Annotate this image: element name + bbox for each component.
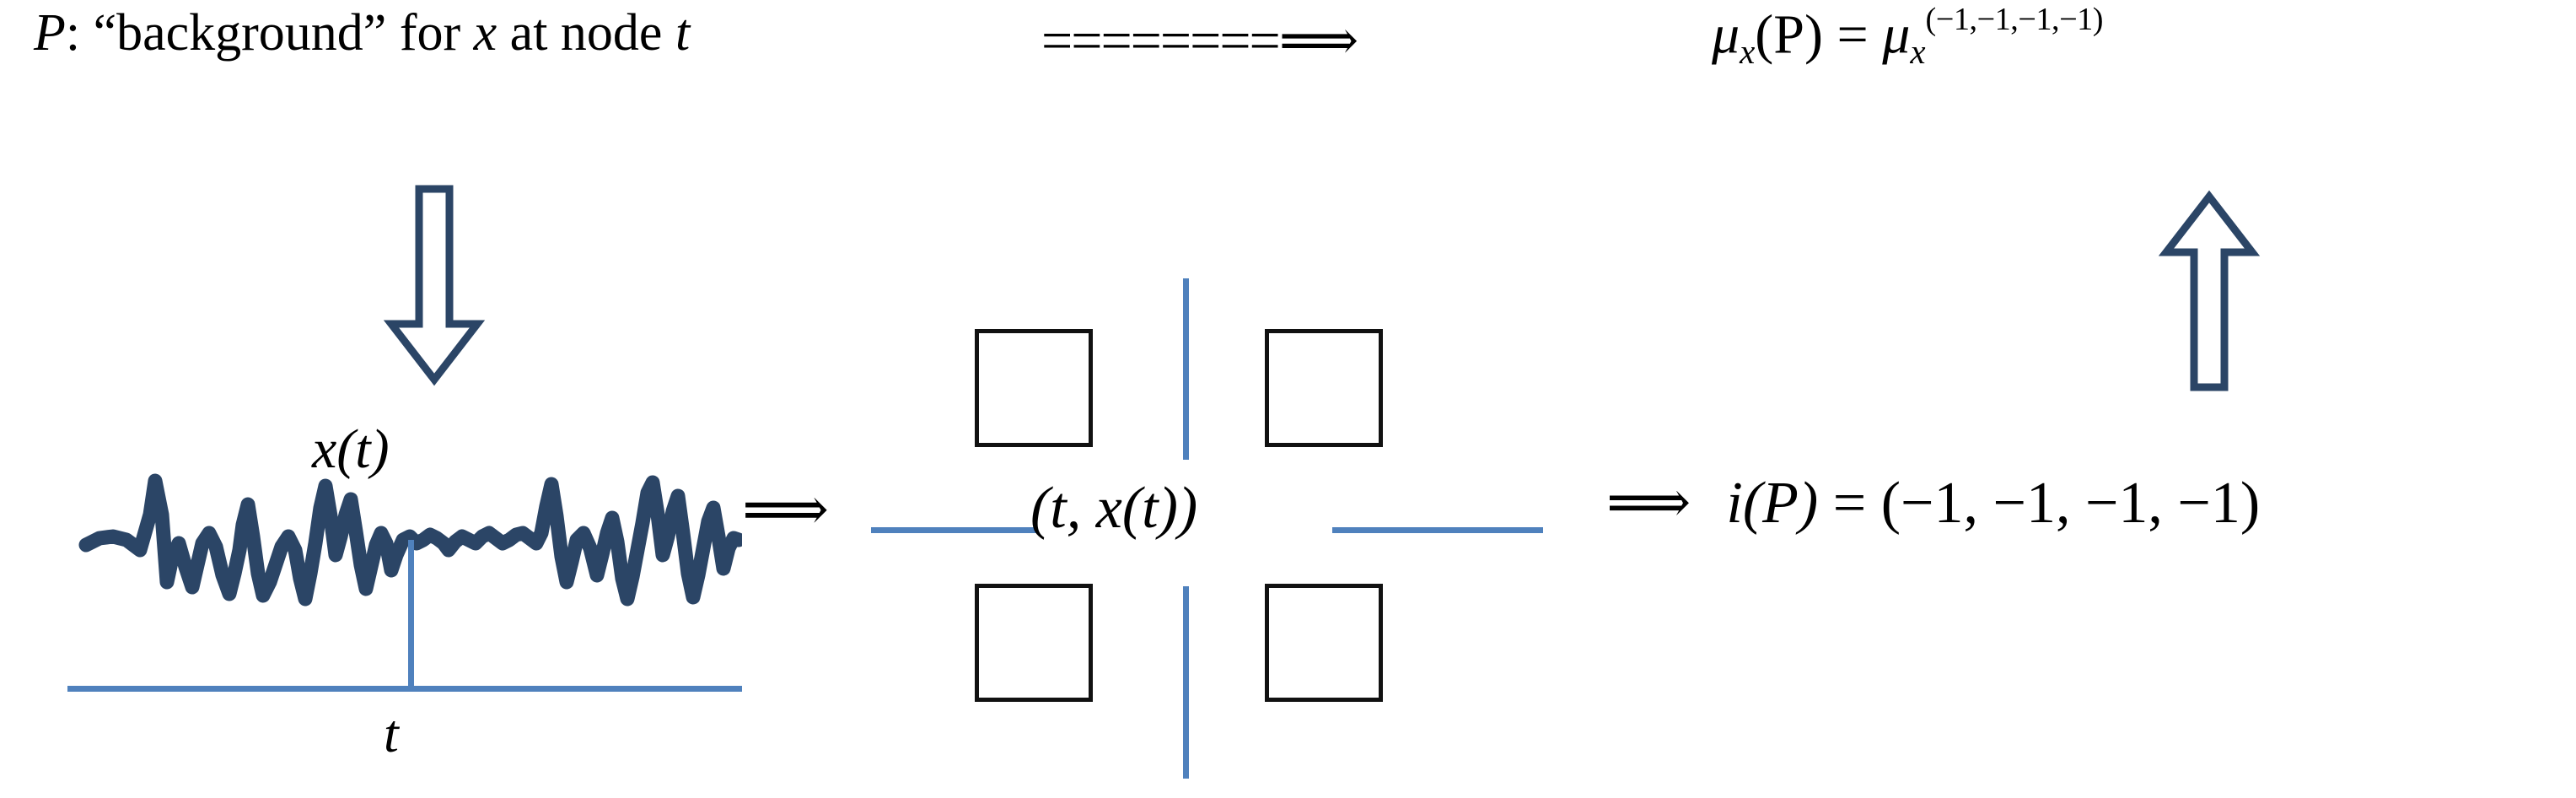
cross-line-vertical-top: [1183, 278, 1189, 460]
cross-line-horizontal-right: [1332, 527, 1543, 533]
signal-axis-tick-label: t: [384, 704, 399, 763]
mu-equals-sign: =: [1837, 3, 1869, 66]
mu-rhs-subscript: x: [1910, 32, 1926, 71]
mu-rhs-symbol: μ: [1882, 3, 1911, 66]
double-arrow-right-icon-2: ⟹: [1606, 471, 1691, 536]
quadrant-square-bottom-left[interactable]: [975, 584, 1093, 702]
quadrant-center-label: (t, x(t)): [1030, 476, 1198, 541]
i-equals-sign: =: [1832, 471, 1867, 536]
signal-chart: [67, 456, 742, 709]
double-long-arrow-right-icon: ========⟹: [1041, 10, 1358, 72]
mu-lhs-argument: (P): [1755, 3, 1823, 66]
quadrant-panel: [860, 253, 1568, 793]
node-marker-line: [408, 540, 414, 692]
mu-formula: μx(P) = μx(−1,−1,−1,−1): [1712, 2, 2104, 71]
cross-line-vertical-bottom: [1183, 586, 1189, 779]
caption-for-word: for: [399, 4, 461, 62]
block-arrow-up-icon: [2154, 190, 2264, 392]
caption-at-word: at node: [509, 4, 663, 62]
quadrant-square-top-left[interactable]: [975, 329, 1093, 447]
caption-symbol: P: [34, 4, 66, 62]
signal-series-label: x(t): [312, 418, 390, 480]
caption-variable: x: [473, 4, 497, 62]
caption-node-symbol: t: [675, 4, 691, 62]
quadrant-square-bottom-right[interactable]: [1265, 584, 1383, 702]
caption-colon: :: [65, 4, 81, 62]
i-formula: ⟹ i(P) = (−1, −1, −1, −1): [1606, 474, 2260, 533]
i-tuple-value: (−1, −1, −1, −1): [1880, 471, 2261, 536]
block-arrow-down-icon: [379, 184, 489, 386]
baseline-axis: [67, 686, 742, 692]
cross-line-horizontal-left: [871, 527, 1036, 533]
caption-text: P: “background” for x at node t: [34, 7, 690, 59]
caption-quoted-term: “background”: [93, 4, 387, 62]
signal-trace: [78, 473, 742, 607]
quadrant-square-top-right[interactable]: [1265, 329, 1383, 447]
double-arrow-right-icon-1: ⟹: [742, 476, 830, 543]
mu-rhs-superscript: (−1,−1,−1,−1): [1925, 2, 2104, 37]
i-function-symbol: i: [1726, 471, 1743, 536]
mu-lhs-symbol: μ: [1712, 3, 1740, 66]
mu-lhs-subscript: x: [1740, 32, 1756, 71]
i-function-argument: (P): [1742, 471, 1819, 536]
